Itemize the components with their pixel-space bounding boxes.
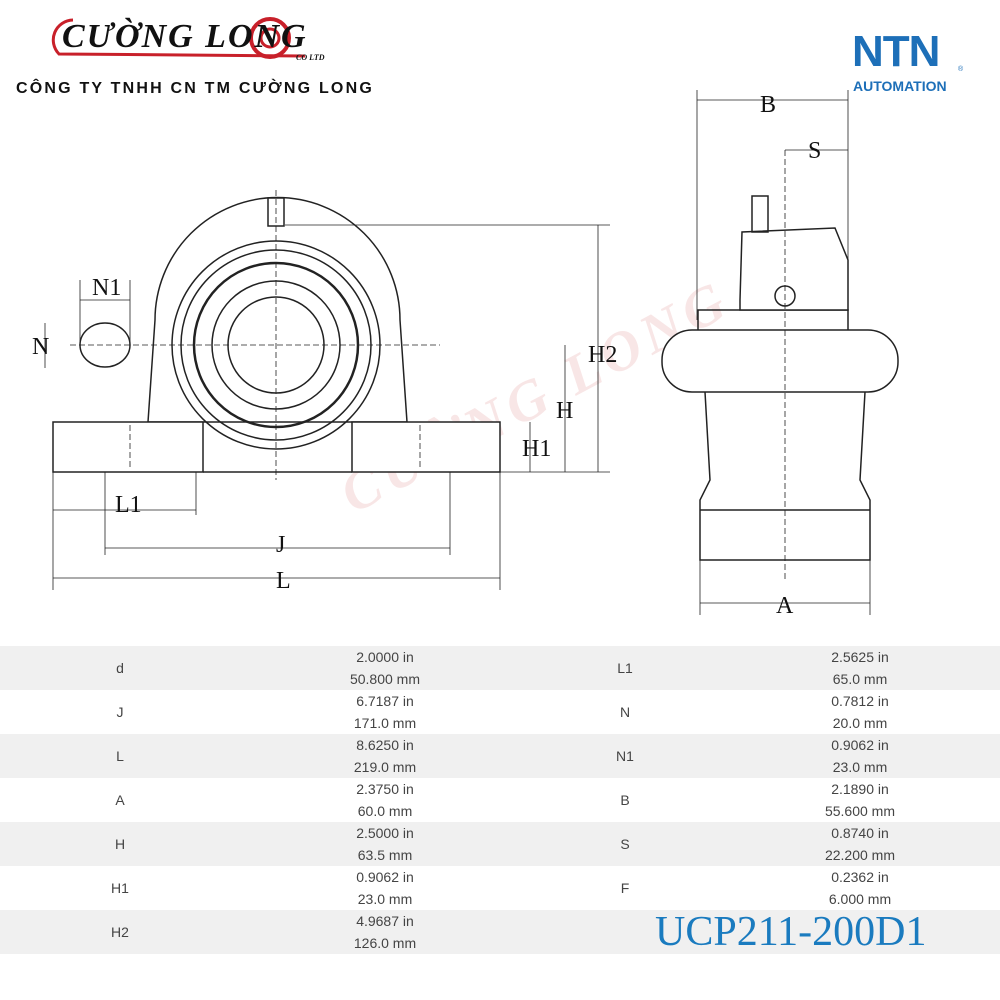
dimension-key: N1 bbox=[530, 748, 720, 764]
dimension-value-text: 0.8740 in bbox=[831, 825, 889, 841]
dimension-value-text: 65.0 mm bbox=[832, 671, 888, 687]
dimension-key-text: N bbox=[619, 704, 631, 720]
label-l1: L1 bbox=[115, 492, 142, 518]
dimension-key-text: d bbox=[116, 660, 124, 676]
logo-subtitle: CO LTD bbox=[296, 53, 325, 62]
dimension-value-text: 0.9062 in bbox=[831, 737, 889, 753]
dimension-value-text: 2.0000 in bbox=[356, 649, 414, 665]
dimension-key: B bbox=[530, 792, 720, 808]
dimension-value-text: 60.0 mm bbox=[357, 803, 413, 819]
table-row: H1 0.9062 in 23.0 mm F 0.2362 in 6.000 mm bbox=[0, 866, 1000, 910]
label-b: B bbox=[760, 92, 776, 118]
label-h1: H1 bbox=[522, 436, 551, 462]
dimension-key-text: N1 bbox=[616, 748, 634, 764]
label-j: J bbox=[276, 532, 285, 558]
dimension-value-text: 22.200 mm bbox=[824, 847, 896, 863]
dimension-key-text: H2 bbox=[111, 924, 129, 940]
dimension-key: H2 bbox=[0, 924, 240, 940]
model-number: UCP211-200D1 bbox=[655, 909, 927, 955]
dimension-key: N bbox=[530, 704, 720, 720]
dimension-value-text: 55.600 mm bbox=[824, 803, 896, 819]
dimension-value-text: 20.0 mm bbox=[832, 715, 888, 731]
label-n1: N1 bbox=[92, 275, 121, 301]
dimension-value-text: 171.0 mm bbox=[353, 715, 417, 731]
dimension-value-text: 2.1890 in bbox=[831, 781, 889, 797]
dimension-value: 4.9687 in 126.0 mm bbox=[240, 910, 530, 954]
label-l: L bbox=[276, 568, 291, 594]
dimension-key-text: H1 bbox=[111, 880, 129, 896]
dimension-value-text: 126.0 mm bbox=[353, 935, 417, 951]
dimension-value: 0.9062 in 23.0 mm bbox=[240, 866, 530, 910]
table-row: J 6.7187 in 171.0 mm N 0.7812 in 20.0 mm bbox=[0, 690, 1000, 734]
dimension-value-text: 0.7812 in bbox=[831, 693, 889, 709]
dimension-key-text: J bbox=[116, 704, 124, 720]
logo-text: CƯỜNG LONG bbox=[62, 18, 308, 55]
technical-drawing: N1 N H2 H H1 L1 J L B S A bbox=[32, 90, 899, 619]
dimension-key: A bbox=[0, 792, 240, 808]
dimension-value-text: 2.3750 in bbox=[356, 781, 414, 797]
registered-mark: ® bbox=[958, 66, 964, 73]
dimension-value-text: 23.0 mm bbox=[357, 891, 413, 907]
dimension-key: S bbox=[530, 836, 720, 852]
dimension-value: 0.7812 in 20.0 mm bbox=[720, 690, 1000, 734]
front-view bbox=[44, 190, 610, 590]
bearing-logo-icon bbox=[51, 17, 306, 59]
dimension-key: F bbox=[530, 880, 720, 896]
dimension-key-text: L1 bbox=[617, 660, 633, 676]
dimension-value-text: 0.2362 in bbox=[831, 869, 889, 885]
dimension-key: L1 bbox=[530, 660, 720, 676]
ntn-logo: NTN bbox=[852, 27, 940, 76]
dimension-key: d bbox=[0, 660, 240, 676]
dimension-value: 8.6250 in 219.0 mm bbox=[240, 734, 530, 778]
company-name: CÔNG TY TNHH CN TM CƯỜNG LONG bbox=[16, 80, 374, 97]
dimension-key-text: S bbox=[620, 836, 630, 852]
table-row: L 8.6250 in 219.0 mm N1 0.9062 in 23.0 mm bbox=[0, 734, 1000, 778]
dimension-key: H bbox=[0, 836, 240, 852]
dimension-value-text: 2.5000 in bbox=[356, 825, 414, 841]
table-row: d 2.0000 in 50.800 mm L1 2.5625 in 65.0 mm bbox=[0, 646, 1000, 690]
dimension-value-text: 23.0 mm bbox=[832, 759, 888, 775]
dimension-value: 0.2362 in 6.000 mm bbox=[720, 866, 1000, 910]
label-h2: H2 bbox=[588, 342, 617, 368]
dimension-value: 6.7187 in 171.0 mm bbox=[240, 690, 530, 734]
dimension-value-text: 6.7187 in bbox=[356, 693, 414, 709]
side-view bbox=[661, 90, 899, 615]
label-n: N bbox=[32, 334, 49, 360]
dimension-value: 0.8740 in 22.200 mm bbox=[720, 822, 1000, 866]
dimension-value-text: 0.9062 in bbox=[356, 869, 414, 885]
label-a: A bbox=[776, 593, 794, 619]
label-h: H bbox=[556, 398, 573, 424]
dimension-key-text: L bbox=[116, 748, 124, 764]
dimension-value-text: 50.800 mm bbox=[349, 671, 421, 687]
dimension-key: J bbox=[0, 704, 240, 720]
dimension-value-text: 6.000 mm bbox=[828, 891, 892, 907]
dimension-key-text: F bbox=[620, 880, 630, 896]
dimension-value: 2.0000 in 50.800 mm bbox=[240, 646, 530, 690]
dimension-value: 2.1890 in 55.600 mm bbox=[720, 778, 1000, 822]
dimension-key-text: H bbox=[114, 836, 126, 852]
table-row: H 2.5000 in 63.5 mm S 0.8740 in 22.200 mm bbox=[0, 822, 1000, 866]
ntn-automation: AUTOMATION bbox=[853, 78, 947, 94]
dimension-key-text: B bbox=[620, 792, 630, 808]
table-row: A 2.3750 in 60.0 mm B 2.1890 in 55.600 mm bbox=[0, 778, 1000, 822]
dimension-value: 0.9062 in 23.0 mm bbox=[720, 734, 1000, 778]
table-row: H2 4.9687 in 126.0 mm bbox=[0, 910, 1000, 954]
dimension-value-text: 4.9687 in bbox=[356, 913, 414, 929]
label-s: S bbox=[808, 138, 821, 164]
dimension-value-text: 2.5625 in bbox=[831, 649, 889, 665]
dimension-key-text: A bbox=[115, 792, 125, 808]
dimension-value-text: 8.6250 in bbox=[356, 737, 414, 753]
dimension-value-text: 219.0 mm bbox=[353, 759, 417, 775]
dimension-value: 2.3750 in 60.0 mm bbox=[240, 778, 530, 822]
dimension-value: 2.5625 in 65.0 mm bbox=[720, 646, 1000, 690]
dimensions-table: d 2.0000 in 50.800 mm L1 2.5625 in 65.0 mm J 6.… bbox=[0, 646, 1000, 954]
dimension-value-text: 63.5 mm bbox=[357, 847, 413, 863]
dimension-key: H1 bbox=[0, 880, 240, 896]
dimension-value: 2.5000 in 63.5 mm bbox=[240, 822, 530, 866]
dimension-key: L bbox=[0, 748, 240, 764]
